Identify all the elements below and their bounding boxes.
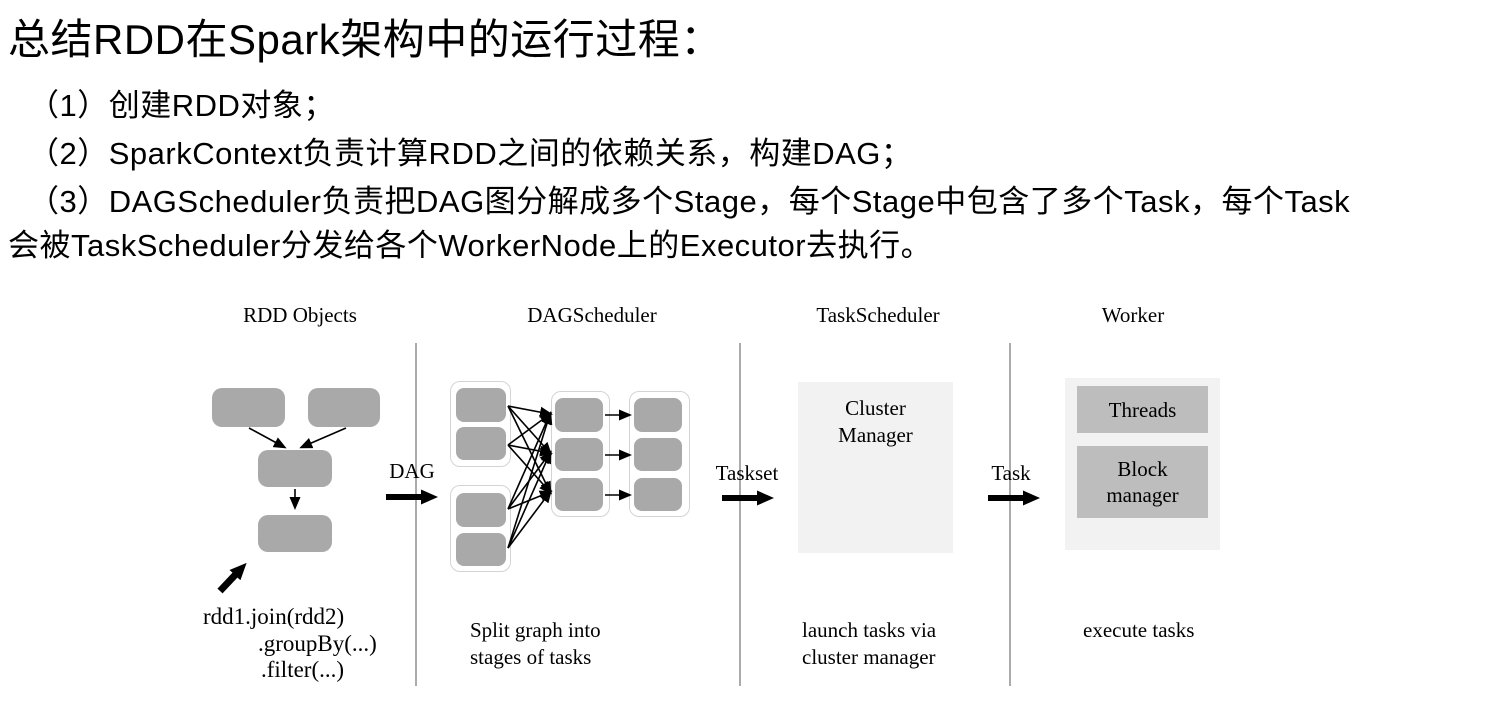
- step-2: （2）SparkContext负责计算RDD之间的依赖关系，构建DAG；: [28, 136, 913, 171]
- threads-box: Threads: [1077, 386, 1208, 433]
- taskset-flow-label: Taskset: [715, 461, 779, 485]
- block-manager-box: Block manager: [1077, 446, 1208, 518]
- column-divider-1: [415, 343, 417, 686]
- rdd-node-d: [258, 515, 332, 552]
- cluster-manager-box: Cluster Manager: [798, 382, 953, 553]
- column-header-rdd-objects: RDD Objects: [243, 303, 357, 327]
- rdd-code-line-3: .filter(...): [261, 657, 345, 682]
- caption-split-graph: Split graph into stages of tasks: [470, 618, 601, 669]
- step-3-line-2: 会被TaskScheduler分发给各个WorkerNode上的Executor…: [8, 228, 933, 263]
- step-3-line-1: （3）DAGScheduler负责把DAG图分解成多个Stage，每个Stage…: [28, 184, 1351, 219]
- rdd-code-line-2: .groupBy(...): [258, 631, 377, 656]
- stage3-task-3: [555, 478, 603, 511]
- caption-launch-tasks: launch tasks via cluster manager: [802, 618, 937, 669]
- slide-title: 总结RDD在Spark架构中的运行过程：: [8, 16, 723, 63]
- cluster-manager-label: Cluster Manager: [838, 396, 913, 447]
- step-1: （1）创建RDD对象；: [28, 88, 335, 123]
- code-note-arrow: [217, 562, 247, 594]
- column-divider-3: [1009, 343, 1011, 686]
- column-header-dagscheduler: DAGScheduler: [527, 303, 657, 327]
- task-flow-label: Task: [991, 461, 1031, 485]
- column-divider-2: [739, 343, 741, 686]
- rdd-node-c: [258, 450, 332, 487]
- rdd-node-a: [212, 388, 285, 427]
- taskset-task-2: [634, 438, 682, 471]
- stage3-task-1: [555, 398, 603, 432]
- stage1-task-1: [456, 388, 506, 422]
- column-header-taskscheduler: TaskScheduler: [816, 303, 940, 327]
- stage3-task-2: [555, 438, 603, 471]
- column-header-worker: Worker: [1101, 303, 1165, 327]
- rdd-code-line-1: rdd1.join(rdd2): [203, 604, 345, 629]
- dag-flow-label: DAG: [389, 459, 435, 483]
- taskset-task-1: [634, 398, 682, 432]
- caption-execute-tasks: execute tasks: [1083, 618, 1195, 642]
- taskset-task-3: [634, 478, 682, 511]
- stage1-task-2: [456, 427, 506, 460]
- stage2-task-1: [456, 493, 506, 527]
- rdd-node-b: [308, 388, 380, 427]
- stage-fan-arrows: [507, 405, 553, 549]
- stage2-task-2: [456, 533, 506, 566]
